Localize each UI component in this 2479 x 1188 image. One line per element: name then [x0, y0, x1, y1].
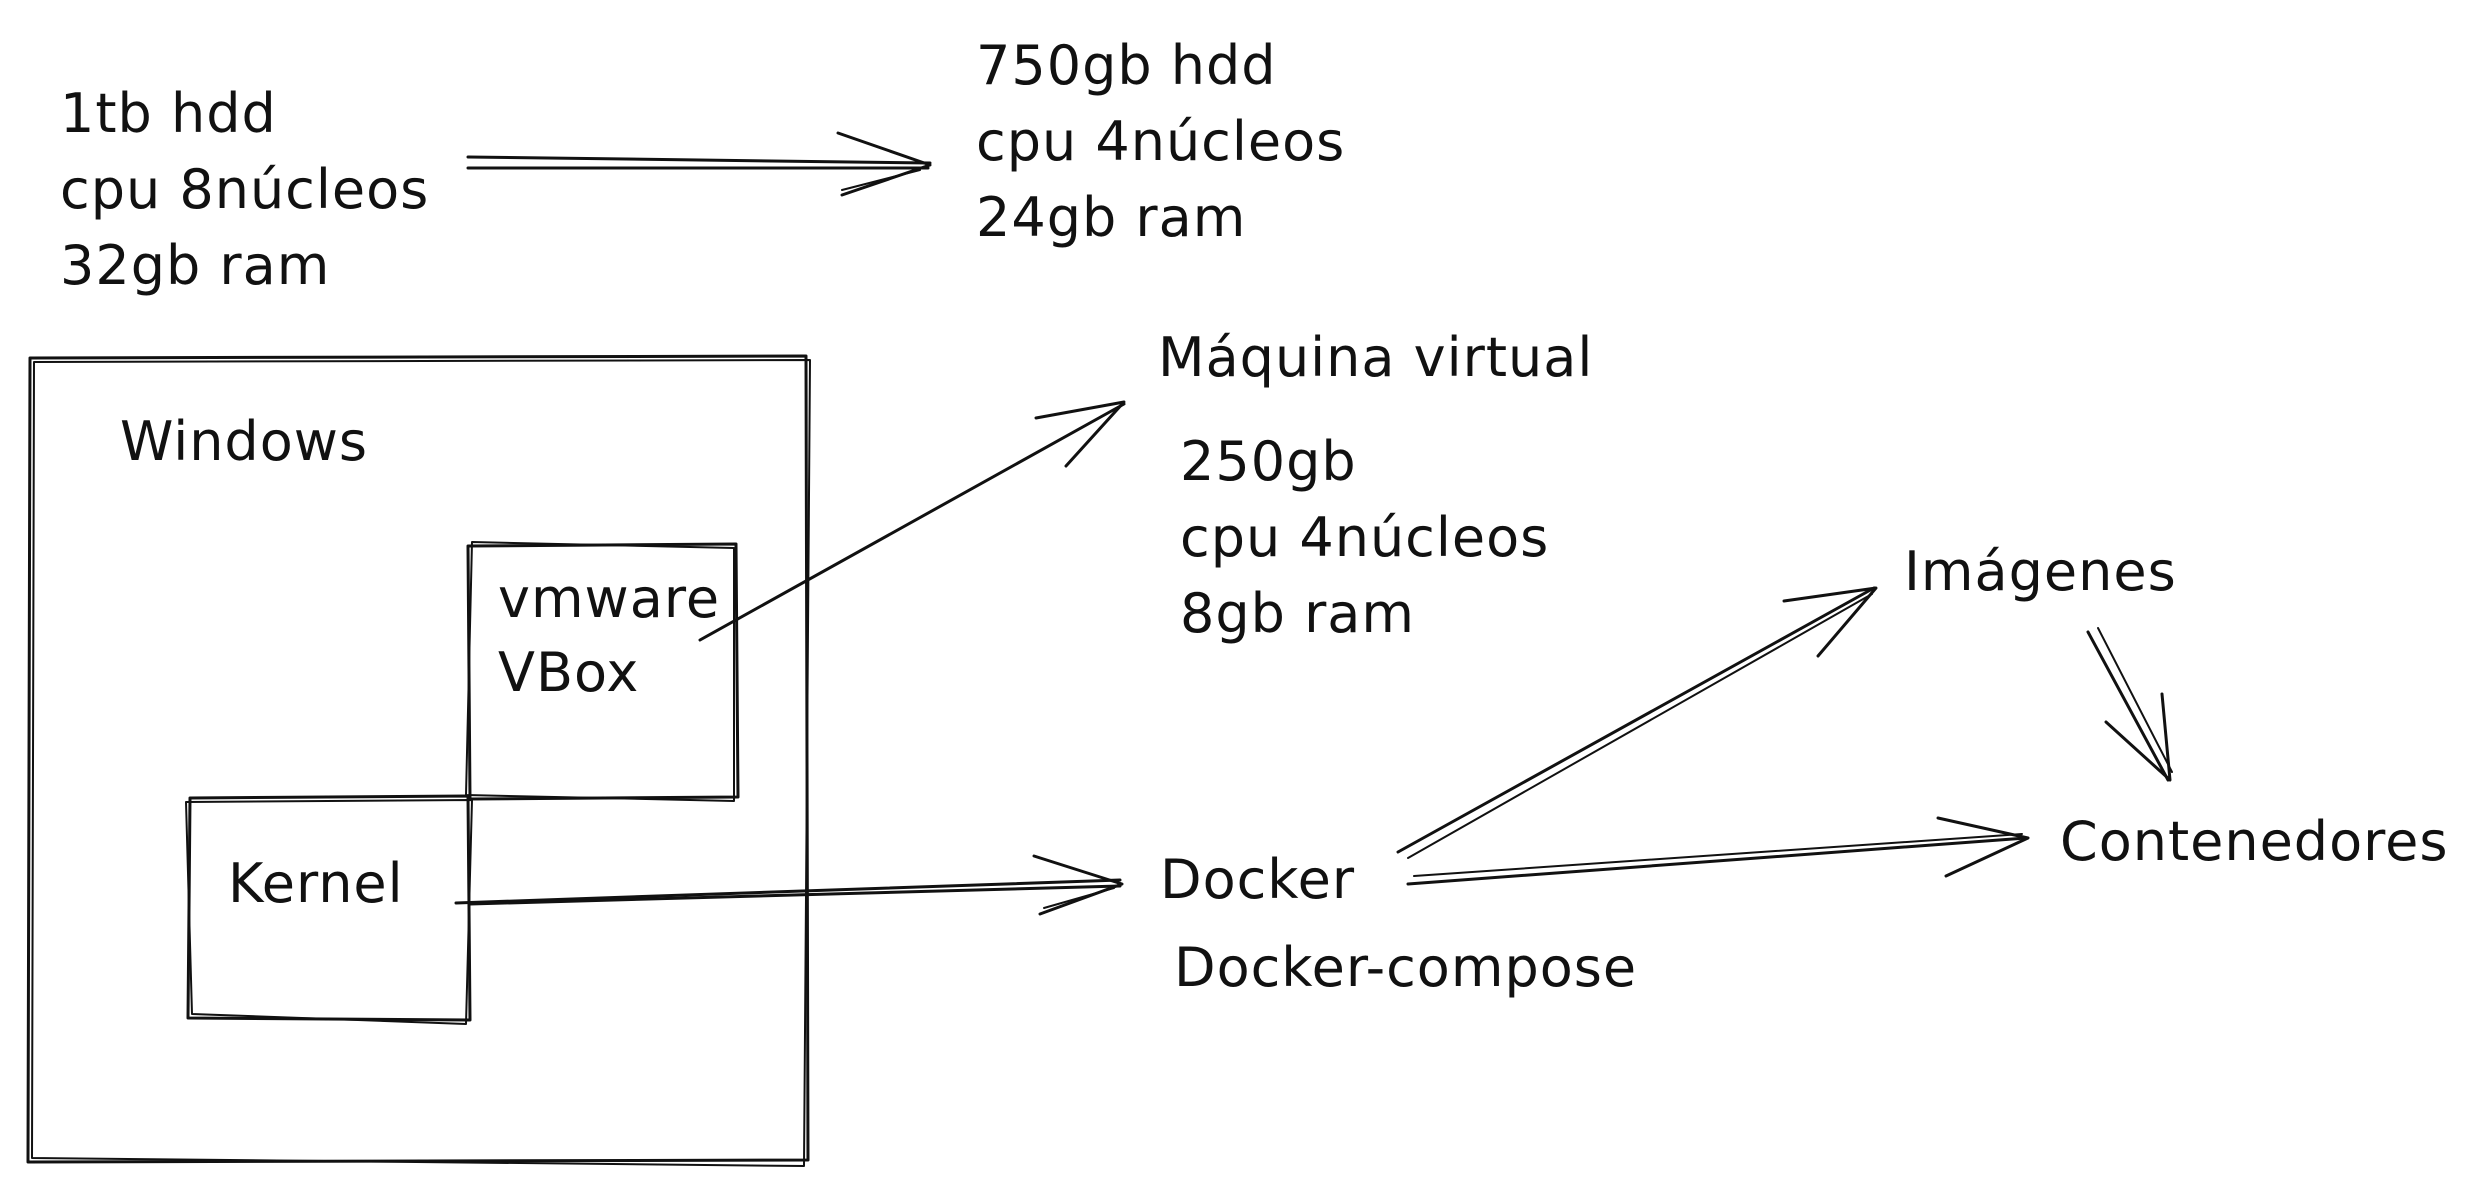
vm-software-labels: vmware VBox	[498, 562, 720, 710]
vm-spec-ram: 8gb ram	[1180, 582, 1415, 645]
vm-spec-disk: 250gb	[1180, 430, 1357, 493]
remaining-specs: 750gb hdd cpu 4núcleos 24gb ram	[976, 28, 1345, 256]
arrow-docker-to-containers	[1406, 816, 2030, 886]
host-spec-cpu: cpu 8núcleos	[60, 158, 430, 221]
arrow-images-to-containers	[2086, 627, 2173, 782]
arrow-specs-to-remaining	[466, 131, 932, 197]
virtual-machine-title: Máquina virtual	[1158, 326, 1594, 389]
vmware-label: vmware	[498, 567, 721, 630]
host-spec-disk: 1tb hdd	[60, 82, 277, 145]
remaining-spec-ram: 24gb ram	[976, 186, 1247, 249]
windows-label: Windows	[120, 410, 369, 473]
host-specs: 1tb hdd cpu 8núcleos 32gb ram	[60, 76, 429, 304]
remaining-spec-disk: 750gb hdd	[976, 34, 1277, 97]
vbox-label: VBox	[498, 641, 640, 704]
arrow-vbox-to-vm	[698, 400, 1126, 642]
kernel-label: Kernel	[228, 852, 404, 915]
vm-spec-cpu: cpu 4núcleos	[1180, 506, 1550, 569]
arrow-kernel-to-docker	[454, 854, 1124, 916]
docker-compose-label: Docker-compose	[1174, 936, 1638, 999]
host-spec-ram: 32gb ram	[60, 234, 331, 297]
images-label: Imágenes	[1904, 540, 2177, 603]
docker-label: Docker	[1160, 848, 1356, 911]
virtual-machine-specs: 250gb cpu 4núcleos 8gb ram	[1180, 424, 1549, 652]
containers-label: Contenedores	[2060, 810, 2449, 873]
remaining-spec-cpu: cpu 4núcleos	[976, 110, 1346, 173]
windows-box-frame-2	[31, 359, 811, 1167]
